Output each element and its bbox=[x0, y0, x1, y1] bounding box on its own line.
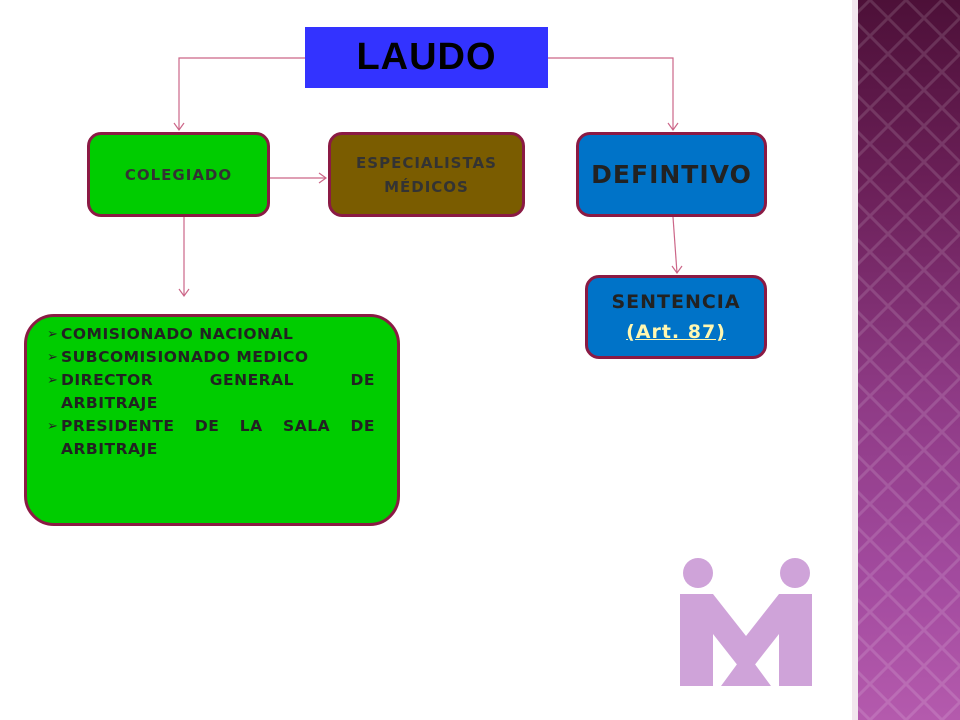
institution-logo bbox=[680, 558, 812, 686]
especialistas-medicos-box: ESPECIALISTAS MÉDICOS bbox=[328, 132, 525, 217]
arrow-bullet-icon: ➢ bbox=[47, 373, 59, 388]
article-87-link[interactable]: (Art. 87) bbox=[626, 321, 726, 343]
definitivo-box: DEFINTIVO bbox=[576, 132, 767, 217]
colegiado-label: COLEGIADO bbox=[124, 165, 233, 184]
arrowhead-colegiado bbox=[173, 122, 185, 132]
especialistas-label: ESPECIALISTAS bbox=[356, 153, 497, 172]
connector-laudo-definitivo bbox=[548, 57, 674, 130]
colegiado-members-box: ➢COMISIONADO NACIONAL ➢SUBCOMISIONADO ME… bbox=[24, 314, 400, 526]
members-list: ➢COMISIONADO NACIONAL ➢SUBCOMISIONADO ME… bbox=[47, 323, 375, 461]
decorative-side-band bbox=[852, 0, 960, 720]
laudo-title-box: LAUDO bbox=[305, 27, 548, 88]
arrowhead-sentencia bbox=[671, 265, 683, 275]
arrow-bullet-icon: ➢ bbox=[47, 327, 59, 342]
arrowhead-definitivo bbox=[667, 122, 679, 132]
colegiado-box: COLEGIADO bbox=[87, 132, 270, 217]
diamond-pattern bbox=[852, 0, 960, 720]
medicos-label: MÉDICOS bbox=[384, 177, 469, 196]
connector-laudo-colegiado bbox=[178, 57, 305, 130]
list-item: ➢COMISIONADO NACIONAL bbox=[47, 323, 375, 346]
arrow-bullet-icon: ➢ bbox=[47, 350, 59, 365]
sentencia-label: SENTENCIA bbox=[611, 291, 741, 313]
laudo-title: LAUDO bbox=[356, 36, 497, 78]
list-item: ➢DIRECTOR GENERAL DE ARBITRAJE bbox=[47, 371, 375, 412]
arrowhead-especialistas bbox=[318, 172, 328, 184]
list-item: ➢PRESIDENTE DE LA SALA DE ARBITRAJE bbox=[47, 417, 375, 458]
list-item: ➢SUBCOMISIONADO MEDICO bbox=[47, 346, 375, 369]
connector-definitivo-sentencia bbox=[672, 216, 678, 274]
arrow-bullet-icon: ➢ bbox=[47, 419, 59, 434]
arrowhead-list bbox=[178, 288, 190, 298]
definitivo-label: DEFINTIVO bbox=[591, 160, 752, 189]
sentencia-box: SENTENCIA (Art. 87) bbox=[585, 275, 767, 359]
